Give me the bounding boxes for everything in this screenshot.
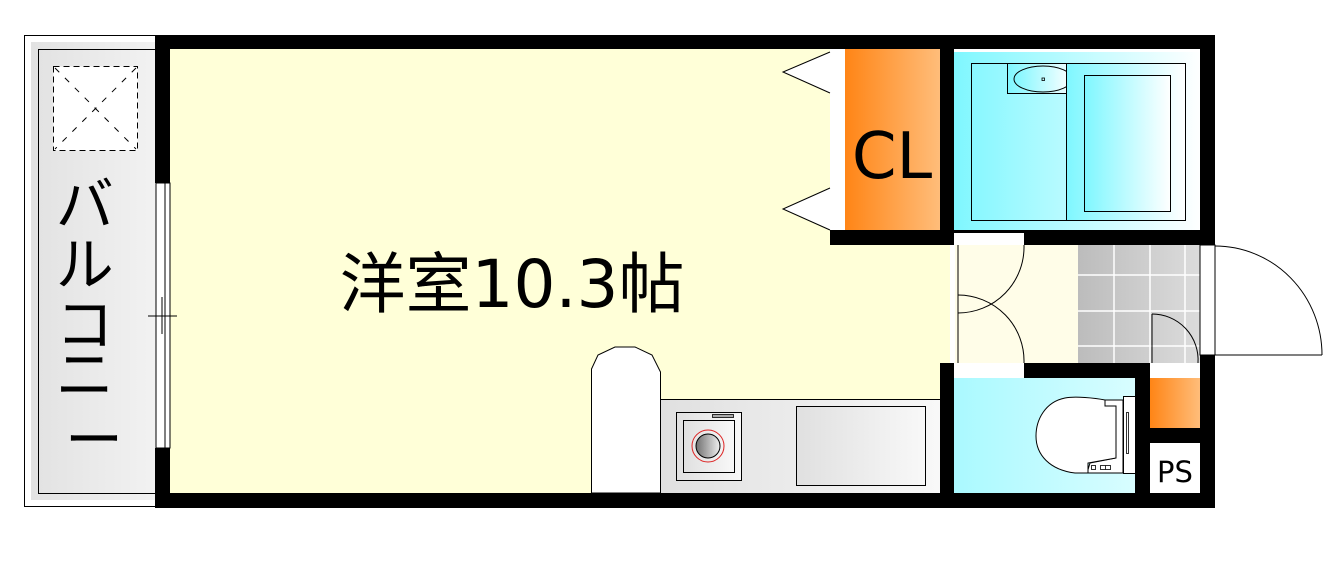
toilet-room <box>954 378 1136 493</box>
kitchen-sink-icon <box>796 406 926 486</box>
toilet-door-opening <box>954 363 1024 378</box>
balcony-window[interactable] <box>148 182 177 449</box>
balcony: バ ル コ ニ ー <box>24 35 158 507</box>
kitchen <box>591 346 941 494</box>
walls <box>155 35 1215 508</box>
bathtub-icon <box>1066 63 1186 221</box>
evacuation-hatch-icon <box>53 66 138 151</box>
entrance-genkan <box>1078 245 1200 363</box>
meter-box <box>1150 378 1200 428</box>
western-room-label: 洋室10.3帖 <box>340 246 685 323</box>
refrigerator-space-icon <box>591 346 661 494</box>
balcony-label: バ ル コ ニ ー <box>56 171 132 474</box>
bathroom-door-icon[interactable] <box>957 244 1025 363</box>
entrance-door-icon[interactable] <box>1214 245 1323 356</box>
shoebox-door-icon[interactable] <box>1151 313 1199 364</box>
bathroom <box>954 52 1202 232</box>
bath-door-opening <box>954 233 1024 245</box>
washing-machine-icon <box>676 412 742 481</box>
pipe-space: PS <box>1150 443 1200 492</box>
closet-door-icon[interactable] <box>781 187 831 231</box>
pipe-space-label: PS <box>1157 455 1193 489</box>
corridor-floor <box>955 245 1080 365</box>
entrance-door-frame <box>1199 244 1216 356</box>
closet-label: CL <box>852 120 933 194</box>
toilet-door-icon[interactable] <box>957 294 1025 364</box>
closet-door-icon[interactable] <box>781 51 831 94</box>
toilet-icon <box>1035 396 1136 474</box>
closet: CL <box>781 48 940 231</box>
shoebox-opening <box>1150 363 1200 378</box>
